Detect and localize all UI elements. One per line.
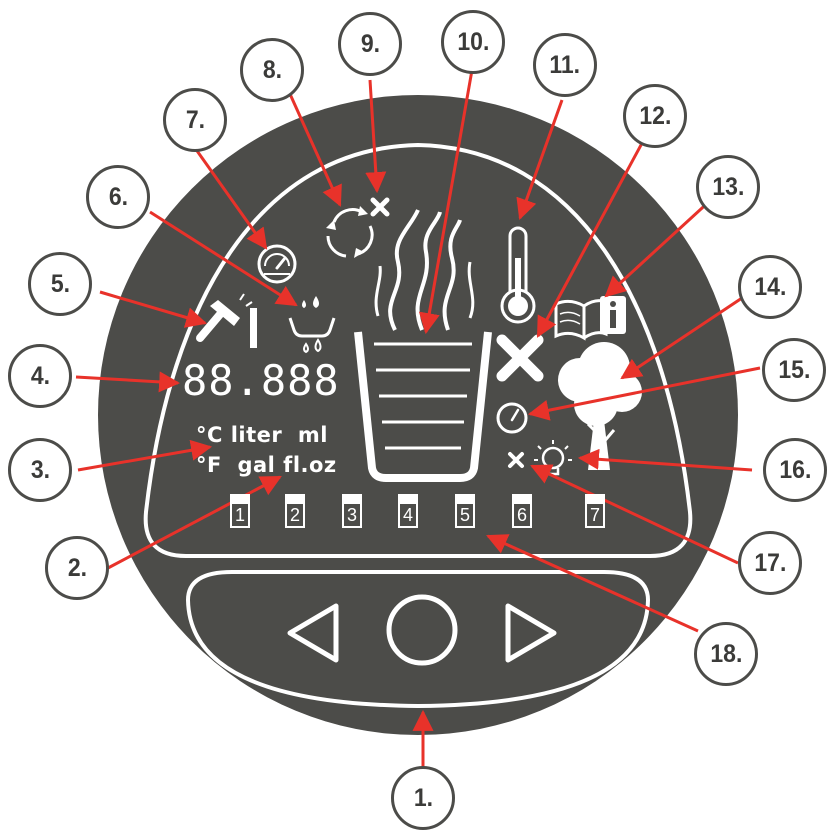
callout-label: 8. xyxy=(262,56,281,85)
callout-10: 10. xyxy=(441,10,505,74)
callout-8: 8. xyxy=(240,38,304,102)
callout-label: 7. xyxy=(185,106,204,135)
slot-indicator: 7 xyxy=(585,502,605,528)
units-row-2: °F gal fl.oz xyxy=(196,453,337,477)
callout-label: 11. xyxy=(550,51,581,80)
callout-13: 13. xyxy=(696,155,760,219)
callout-label: 5. xyxy=(50,270,69,299)
callout-12: 12. xyxy=(623,84,687,148)
callout-label: 15. xyxy=(778,356,810,385)
callout-11: 11. xyxy=(533,33,597,97)
callout-label: 9. xyxy=(360,30,379,59)
callout-label: 18. xyxy=(710,640,742,669)
slot-tab xyxy=(398,494,418,502)
callout-label: 6. xyxy=(108,183,127,212)
callout-label: 1. xyxy=(413,784,432,813)
slot-indicator: 6 xyxy=(512,502,532,528)
callout-9: 9. xyxy=(338,12,402,76)
callout-15: 15. xyxy=(762,338,826,402)
callout-6: 6. xyxy=(86,165,150,229)
callout-14: 14. xyxy=(738,255,802,319)
slot-indicator: 1 xyxy=(230,502,250,528)
slot-indicator: 2 xyxy=(285,502,305,528)
callout-label: 12. xyxy=(639,102,671,131)
callout-label: 17. xyxy=(754,549,786,578)
callout-1: 1. xyxy=(391,766,455,830)
slot-tab xyxy=(230,494,250,502)
device-body xyxy=(98,95,738,735)
callout-label: 4. xyxy=(30,362,49,391)
callout-label: 14. xyxy=(754,273,786,302)
callout-7: 7. xyxy=(163,88,227,152)
callout-label: 3. xyxy=(30,456,49,485)
callout-3: 3. xyxy=(8,438,72,502)
callout-label: 10. xyxy=(457,28,489,57)
callout-18: 18. xyxy=(694,622,758,686)
units-row-1: °C liter ml xyxy=(196,423,328,447)
callout-label: 16. xyxy=(779,456,811,485)
callout-label: 2. xyxy=(67,554,86,583)
callout-4: 4. xyxy=(8,344,72,408)
slot-tab xyxy=(512,494,532,502)
slot-tab xyxy=(342,494,362,502)
callout-2: 2. xyxy=(45,536,109,600)
slot-tab xyxy=(285,494,305,502)
callout-label: 13. xyxy=(712,173,744,202)
callout-16: 16. xyxy=(763,438,827,502)
callout-5: 5. xyxy=(28,252,92,316)
callout-17: 17. xyxy=(738,531,802,595)
slot-tab xyxy=(455,494,475,502)
slot-indicator: 3 xyxy=(342,502,362,528)
slot-indicator: 5 xyxy=(455,502,475,528)
slot-tab xyxy=(585,494,605,502)
slot-indicator: 4 xyxy=(398,502,418,528)
digit-display: 88.888 xyxy=(182,360,340,402)
